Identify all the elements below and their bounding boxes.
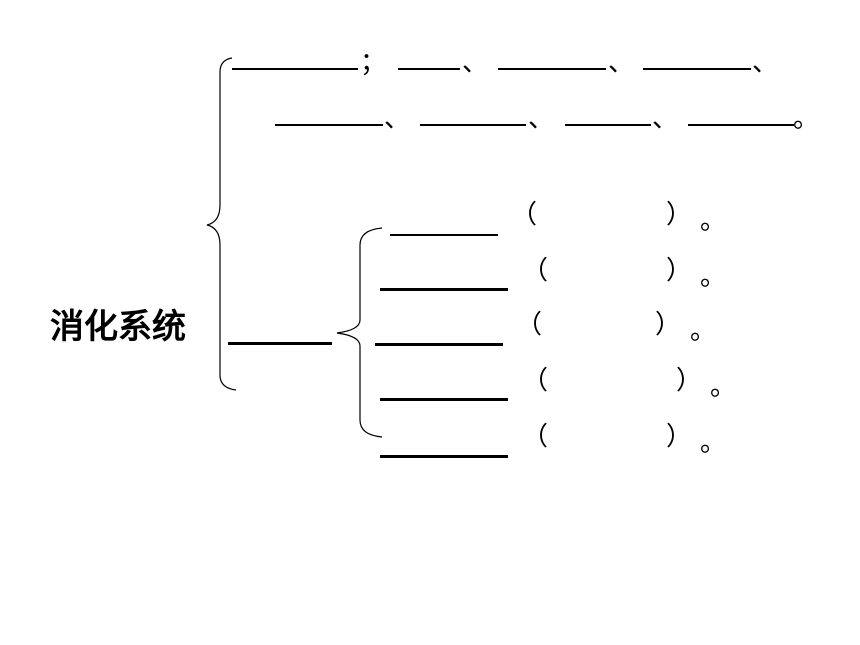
period-small-mark: 。 bbox=[700, 428, 727, 458]
comma-mark: 、 bbox=[608, 48, 635, 78]
blank-gland-2[interactable] bbox=[380, 288, 508, 291]
blank-row1-1[interactable] bbox=[232, 68, 358, 70]
comma-mark: 、 bbox=[384, 104, 411, 134]
blank-gland-5[interactable] bbox=[380, 455, 508, 458]
period-small-mark: 。 bbox=[690, 316, 717, 346]
blank-row2-2[interactable] bbox=[420, 124, 526, 126]
blank-row1-2[interactable] bbox=[398, 68, 460, 70]
comma-mark: 、 bbox=[462, 48, 489, 78]
comma-mark: 、 bbox=[528, 104, 555, 134]
blank-row1-4[interactable] bbox=[643, 68, 751, 70]
blank-gland-3[interactable] bbox=[375, 343, 503, 346]
blank-main-organ[interactable] bbox=[228, 342, 332, 345]
semicolon-mark: ； bbox=[360, 48, 387, 78]
open-paren-mark: （ bbox=[522, 256, 549, 286]
blank-row1-3[interactable] bbox=[498, 68, 606, 70]
comma-mark: 、 bbox=[652, 104, 679, 134]
close-paren-mark: ） bbox=[666, 422, 693, 452]
period-mark: 。 bbox=[793, 104, 820, 134]
open-paren-mark: （ bbox=[511, 200, 538, 230]
close-paren-mark: ） bbox=[666, 200, 693, 230]
blank-row2-4[interactable] bbox=[688, 124, 794, 126]
comma-mark: 、 bbox=[752, 48, 779, 78]
blank-gland-1[interactable] bbox=[390, 234, 498, 236]
blank-row2-1[interactable] bbox=[275, 124, 383, 126]
period-small-mark: 。 bbox=[700, 262, 727, 292]
open-paren-mark: （ bbox=[516, 310, 543, 340]
period-small-mark: 。 bbox=[700, 206, 727, 236]
inner-brace bbox=[336, 227, 383, 438]
outer-brace bbox=[206, 57, 237, 391]
open-paren-mark: （ bbox=[522, 422, 549, 452]
close-paren-mark: ） bbox=[666, 256, 693, 286]
page-title: 消化系统 bbox=[50, 307, 186, 347]
blank-gland-4[interactable] bbox=[380, 398, 508, 401]
open-paren-mark: （ bbox=[522, 366, 549, 396]
period-small-mark: 。 bbox=[710, 372, 737, 402]
close-paren-mark: ） bbox=[676, 366, 703, 396]
close-paren-mark: ） bbox=[655, 310, 682, 340]
blank-row2-3[interactable] bbox=[565, 124, 651, 126]
